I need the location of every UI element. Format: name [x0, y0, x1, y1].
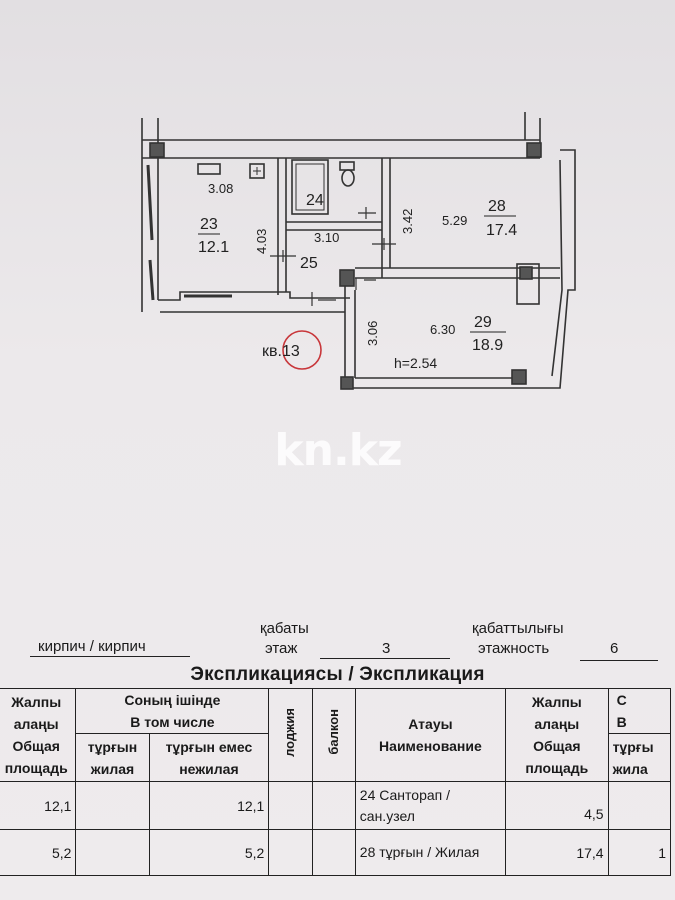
room-29-number: 29	[474, 314, 492, 331]
room-29-area: 18.9	[472, 337, 503, 354]
room-28-dim-b: 3.42	[400, 209, 415, 234]
room-28-number: 28	[488, 198, 506, 215]
material-underline	[30, 656, 190, 657]
floor-value: 3	[382, 640, 391, 657]
apartment-label: кв.13	[262, 343, 300, 360]
room-23-dim-b: 4.03	[254, 229, 269, 254]
room-28-area: 17.4	[486, 222, 517, 239]
ceiling-height: h=2.54	[394, 355, 437, 371]
room-29-dim-a: 6.30	[430, 322, 455, 337]
header-loggia: лоджия	[268, 688, 313, 782]
room-23-dim-a: 3.08	[208, 181, 233, 196]
header-balcony: балкон	[311, 688, 356, 782]
room-29-dim-b: 3.06	[365, 321, 380, 346]
room-23-area: 12.1	[198, 239, 229, 256]
floor-label-ru: этаж	[265, 640, 298, 657]
room-23-number: 23	[200, 216, 218, 233]
floor-label-kz: қабаты	[260, 620, 309, 637]
apartment-stamp-circle	[282, 330, 322, 370]
watermark-logo: kn.kz	[274, 425, 402, 476]
room-24-dim-a: 3.10	[314, 230, 339, 245]
storeys-label-ru: этажность	[478, 640, 550, 657]
room-25-number: 25	[300, 255, 318, 272]
room-28-dim-a: 5.29	[442, 213, 467, 228]
floor-plan: 3.08 23 12.1 4.03 24 3.10 25 3.42 5.29 2…	[141, 112, 576, 390]
storeys-underline	[580, 660, 658, 661]
storeys-label-kz: қабаттылығы	[472, 620, 564, 637]
table-row: 5,2 5,2 28 тұрғын / Жилая 17,4 1	[0, 829, 672, 876]
room-24-number: 24	[306, 192, 324, 209]
table-row: 12,1 12,1 24 Санторап /сан.узел 4,5	[0, 781, 672, 830]
explication-title: Экспликациясы / Экспликация	[190, 664, 485, 685]
storeys-value: 6	[610, 640, 619, 657]
wall-material: кирпич / кирпич	[38, 638, 146, 655]
floor-underline	[320, 658, 450, 659]
